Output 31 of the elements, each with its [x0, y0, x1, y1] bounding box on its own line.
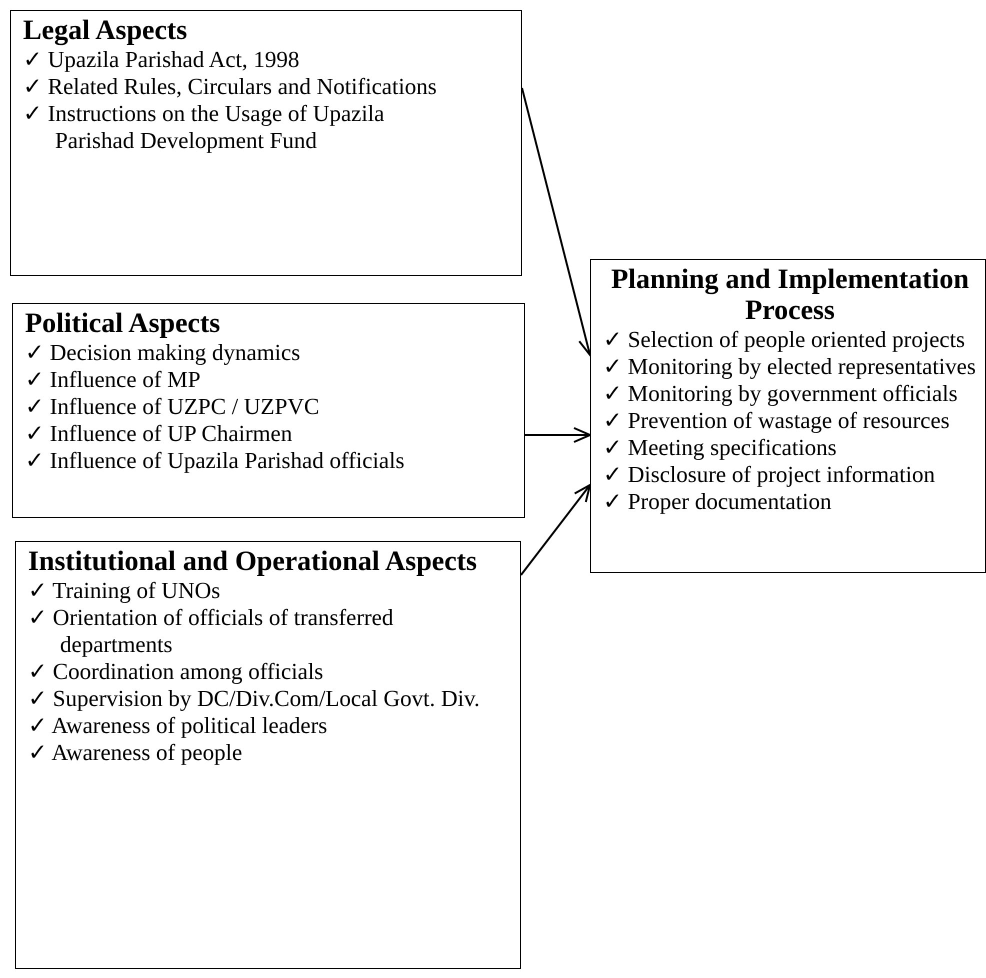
checklist-item: ✓ Monitoring by elected representatives	[603, 353, 977, 380]
aspect-box	[590, 259, 986, 573]
checklist-item: ✓ Related Rules, Circulars and Notifications	[23, 73, 438, 100]
checklist-item: ✓ Influence of Upazila Parishad officials	[25, 447, 406, 474]
checklist-item: ✓ Proper documentation	[603, 488, 833, 515]
checklist-item: ✓ Influence of UP Chairmen	[25, 420, 294, 447]
checklist-item: ✓ Supervision by DC/Div.Com/Local Govt. Div.	[28, 685, 481, 712]
box-heading: Political Aspects	[25, 308, 222, 339]
checklist-item: ✓ Meeting specifications	[603, 434, 838, 461]
checklist-item: ✓ Upazila Parishad Act, 1998	[23, 46, 300, 73]
checklist-item: ✓ Influence of UZPC / UZPVC	[25, 393, 320, 420]
checklist-item: ✓ Decision making dynamics	[25, 339, 302, 366]
checklist-item: ✓ Orientation of officials of transferred departments	[28, 604, 394, 658]
checklist-item: ✓ Prevention of wastage of resources	[603, 407, 951, 434]
checklist-item: ✓ Coordination among officials	[28, 658, 324, 685]
box-heading: Planning and Implementation Process	[610, 264, 970, 326]
checklist-item: ✓ Selection of people oriented projects	[603, 326, 966, 353]
checklist-item: ✓ Influence of MP	[25, 366, 202, 393]
aspect-box	[10, 10, 522, 276]
arrow	[520, 484, 591, 576]
checklist-item: ✓ Instructions on the Usage of Upazila Parishad Development Fund	[23, 100, 386, 154]
checklist-item: ✓ Disclosure of project information	[603, 461, 936, 488]
arrow	[525, 427, 591, 443]
checklist-item: ✓ Awareness of political leaders	[28, 712, 328, 739]
aspect-box	[12, 303, 525, 518]
checklist-item: ✓ Awareness of people	[28, 739, 244, 766]
box-heading: Institutional and Operational Aspects	[28, 546, 478, 577]
aspect-box	[15, 541, 521, 969]
checklist-item: ✓ Training of UNOs	[28, 577, 222, 604]
box-heading: Legal Aspects	[23, 15, 188, 46]
checklist-item: ✓ Monitoring by government officials	[603, 380, 959, 407]
